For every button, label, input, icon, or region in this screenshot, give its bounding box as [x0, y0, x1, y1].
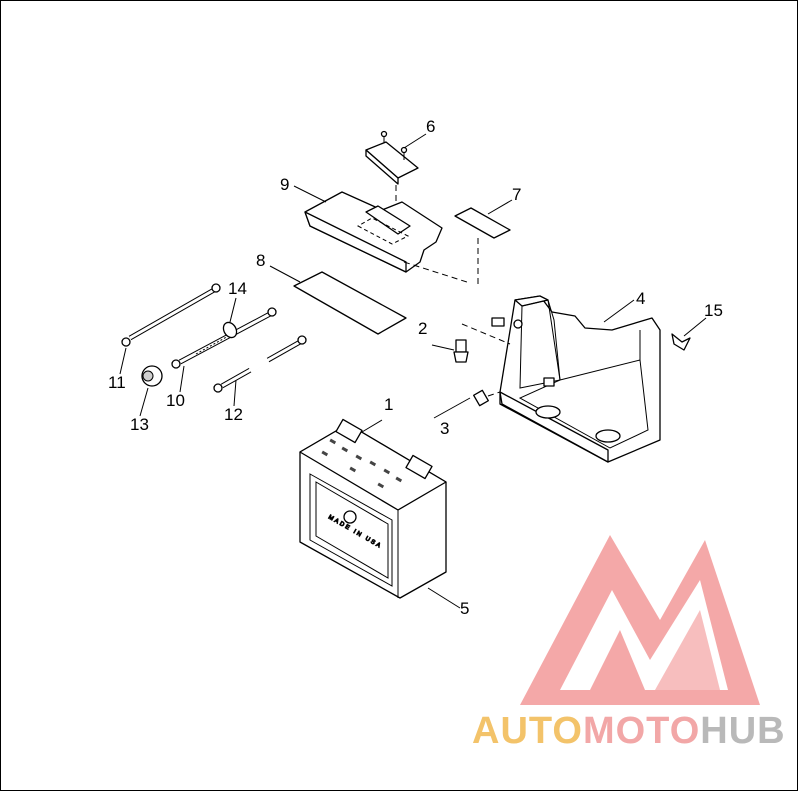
part-11-cable — [121, 283, 221, 347]
watermark-auto: AUTO — [472, 710, 583, 752]
callout-3: 3 — [440, 419, 449, 438]
part-13-terminal-boot — [141, 365, 163, 387]
leader-lines — [119, 133, 707, 609]
part-15-clip — [671, 333, 691, 351]
callout-8: 8 — [256, 251, 265, 270]
callout-11: 11 — [108, 373, 126, 392]
part-3-nut — [473, 389, 489, 407]
watermark-logo-icon — [520, 535, 760, 705]
callout-5: 5 — [460, 599, 469, 618]
part-9-battery-cover — [304, 191, 443, 273]
part-14-grommet — [222, 321, 238, 339]
callout-4: 4 — [636, 289, 645, 308]
callout-13: 13 — [130, 415, 149, 434]
watermark-hub: HUB — [700, 710, 786, 752]
part-5-battery — [299, 418, 447, 599]
part-4-battery-tray — [491, 295, 661, 463]
part-2-bolt — [453, 339, 469, 363]
watermark-logo-text: AUTOMOTOHUB — [472, 710, 786, 753]
callout-15: 15 — [704, 301, 723, 320]
callout-7: 7 — [512, 185, 521, 204]
callout-12: 12 — [224, 405, 243, 424]
part-10-threaded-cable — [171, 307, 277, 369]
callout-10: 10 — [166, 391, 185, 410]
watermark-moto: MOTO — [582, 710, 701, 752]
callout-1: 1 — [384, 395, 393, 414]
part-8-battery-pad — [293, 271, 407, 335]
callout-2: 2 — [418, 319, 427, 338]
part-6-hold-down-clamp — [365, 130, 419, 185]
callout-6: 6 — [426, 117, 435, 136]
callout-14: 14 — [228, 279, 247, 298]
callout-9: 9 — [280, 175, 289, 194]
part-1-terminal-cover — [335, 418, 433, 480]
part-12-cable — [213, 335, 307, 393]
part-7-tape-strip — [454, 207, 511, 239]
